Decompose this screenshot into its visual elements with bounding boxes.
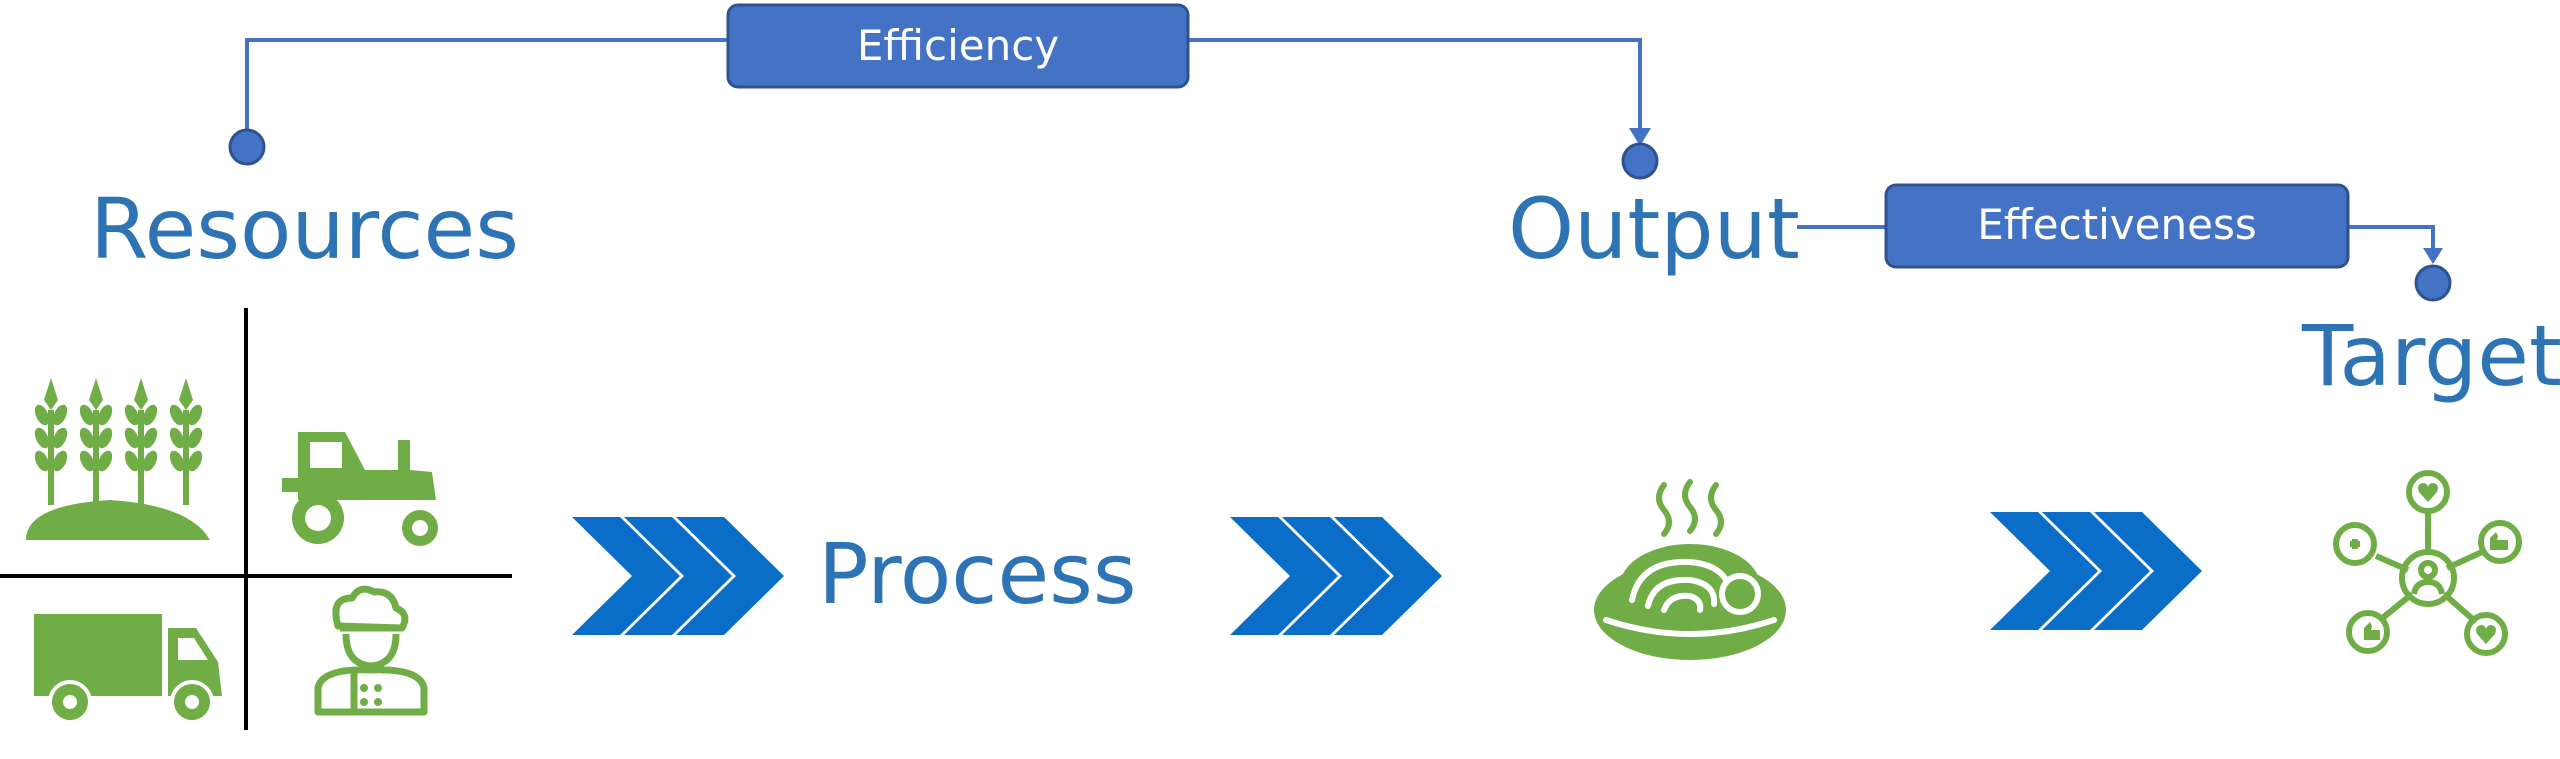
flow-arrow-3 [1990,512,2202,630]
tractor-icon [282,432,438,546]
output-endpoint-dot [1621,142,1659,180]
target-label: Target [2301,307,2560,405]
truck-icon [34,614,222,724]
wheat-field-icon [26,378,210,540]
efficiency-badge: Efficiency [726,3,1190,89]
process-label: Process [818,525,1137,623]
efficiency-connector [228,38,1659,180]
resources-endpoint-dot [228,128,266,166]
chef-icon [314,585,428,716]
flow-arrow-2 [1230,517,1442,635]
efficiency-label: Efficiency [857,21,1059,70]
effectiveness-label: Effectiveness [1977,200,2256,249]
output-label: Output [1508,180,1800,278]
customer-network-icon [2333,470,2522,656]
effectiveness-badge: Effectiveness [1884,183,2350,269]
flow-arrow-1 [572,517,784,635]
resources-label: Resources [90,180,519,278]
resources-quadrant-divider [0,308,512,730]
noodle-dish-icon [1594,479,1786,660]
effectiveness-connector [1797,225,2452,302]
target-endpoint-dot [2414,264,2452,302]
